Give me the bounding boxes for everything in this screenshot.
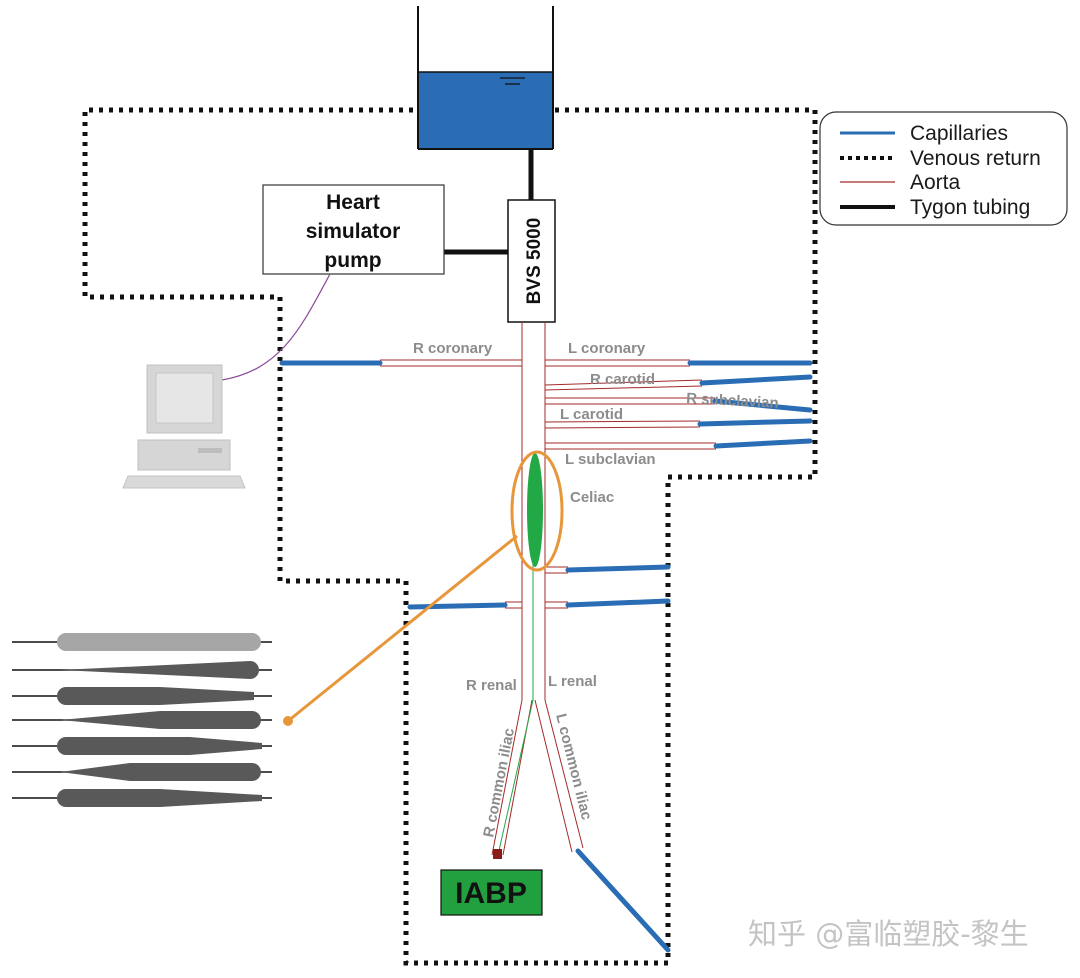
legend-label-aorta: Aorta [910, 171, 961, 194]
legend-label-capillaries: Capillaries [910, 122, 1008, 145]
computer-icon [122, 364, 246, 489]
label-l-coronary: L coronary [568, 340, 646, 357]
pump-label-line3: pump [324, 249, 381, 272]
bvs-5000: BVS 5000 [507, 199, 556, 323]
balloon-catheter-icon [12, 633, 272, 807]
legend-label-tygon: Tygon tubing [910, 196, 1030, 219]
label-r-common-iliac: R common iliac [480, 727, 518, 839]
reservoir-icon [417, 6, 554, 150]
balloon-callout-dot [283, 716, 293, 726]
bvs-label: BVS 5000 [524, 218, 545, 305]
label-l-subclavian: L subclavian [565, 451, 656, 468]
label-r-renal: R renal [466, 677, 517, 694]
venous-return-loop [82, 107, 818, 966]
legend-label-venous: Venous return [910, 147, 1041, 170]
balloon-callout-line [287, 534, 518, 723]
iabp-console: IABP [440, 869, 543, 916]
capillaries [279, 360, 813, 953]
iabp-label: IABP [455, 877, 527, 910]
intra-aortic-balloon [527, 453, 543, 567]
label-r-carotid: R carotid [590, 371, 655, 388]
label-l-renal: L renal [548, 673, 597, 690]
label-r-coronary: R coronary [413, 340, 493, 357]
pump-wire [221, 273, 331, 381]
balloon-highlight-ring [510, 450, 564, 572]
label-celiac: Celiac [570, 489, 614, 506]
label-l-carotid: L carotid [560, 406, 623, 423]
pump-label-line2: simulator [306, 220, 401, 243]
aorta [380, 322, 716, 856]
legend: Capillaries Venous return Aorta Tygon tu… [819, 111, 1068, 226]
catheter-connector [493, 849, 502, 859]
heart-simulator-pump: Heart simulator pump [262, 184, 445, 275]
label-r-subclavian: R subclavian [686, 390, 779, 412]
watermark: 知乎 @富临塑胶-黎生 [748, 917, 1029, 951]
pump-label-line1: Heart [326, 191, 380, 214]
label-l-common-iliac: L common iliac [552, 712, 595, 822]
